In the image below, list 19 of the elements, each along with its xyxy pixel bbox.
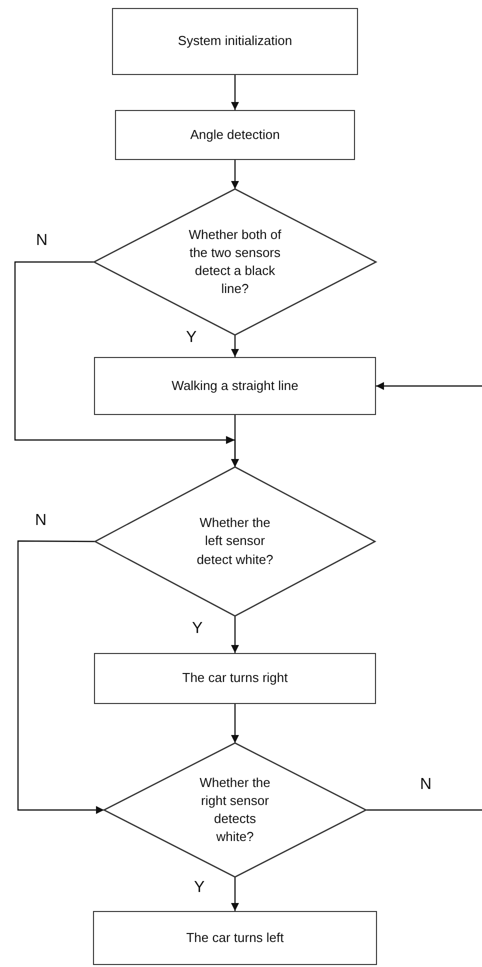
decision-text: Whether the left sensor detect white? (196, 514, 274, 569)
decision-text: Whether the right sensor detects white? (198, 774, 272, 846)
process-box (112, 8, 358, 75)
process-box (93, 911, 377, 965)
step-text: Walking a straight line (170, 376, 300, 395)
process-box (94, 653, 376, 704)
edge-label: N (420, 777, 432, 793)
edge-label: Y (192, 621, 203, 637)
process-box (94, 357, 376, 415)
step-text: System initialization (176, 32, 294, 50)
edge-label: Y (194, 880, 205, 896)
process-box (115, 110, 355, 160)
step-text: The car turns right (181, 669, 289, 688)
edge-label: N (35, 513, 47, 529)
decision-text: Whether both of the two sensors detect a black line? (188, 226, 282, 298)
edge-label: N (36, 233, 48, 249)
step-text: The car turns left (185, 928, 285, 947)
step-text: Angle detection (189, 126, 281, 144)
edge-label: Y (186, 330, 197, 346)
